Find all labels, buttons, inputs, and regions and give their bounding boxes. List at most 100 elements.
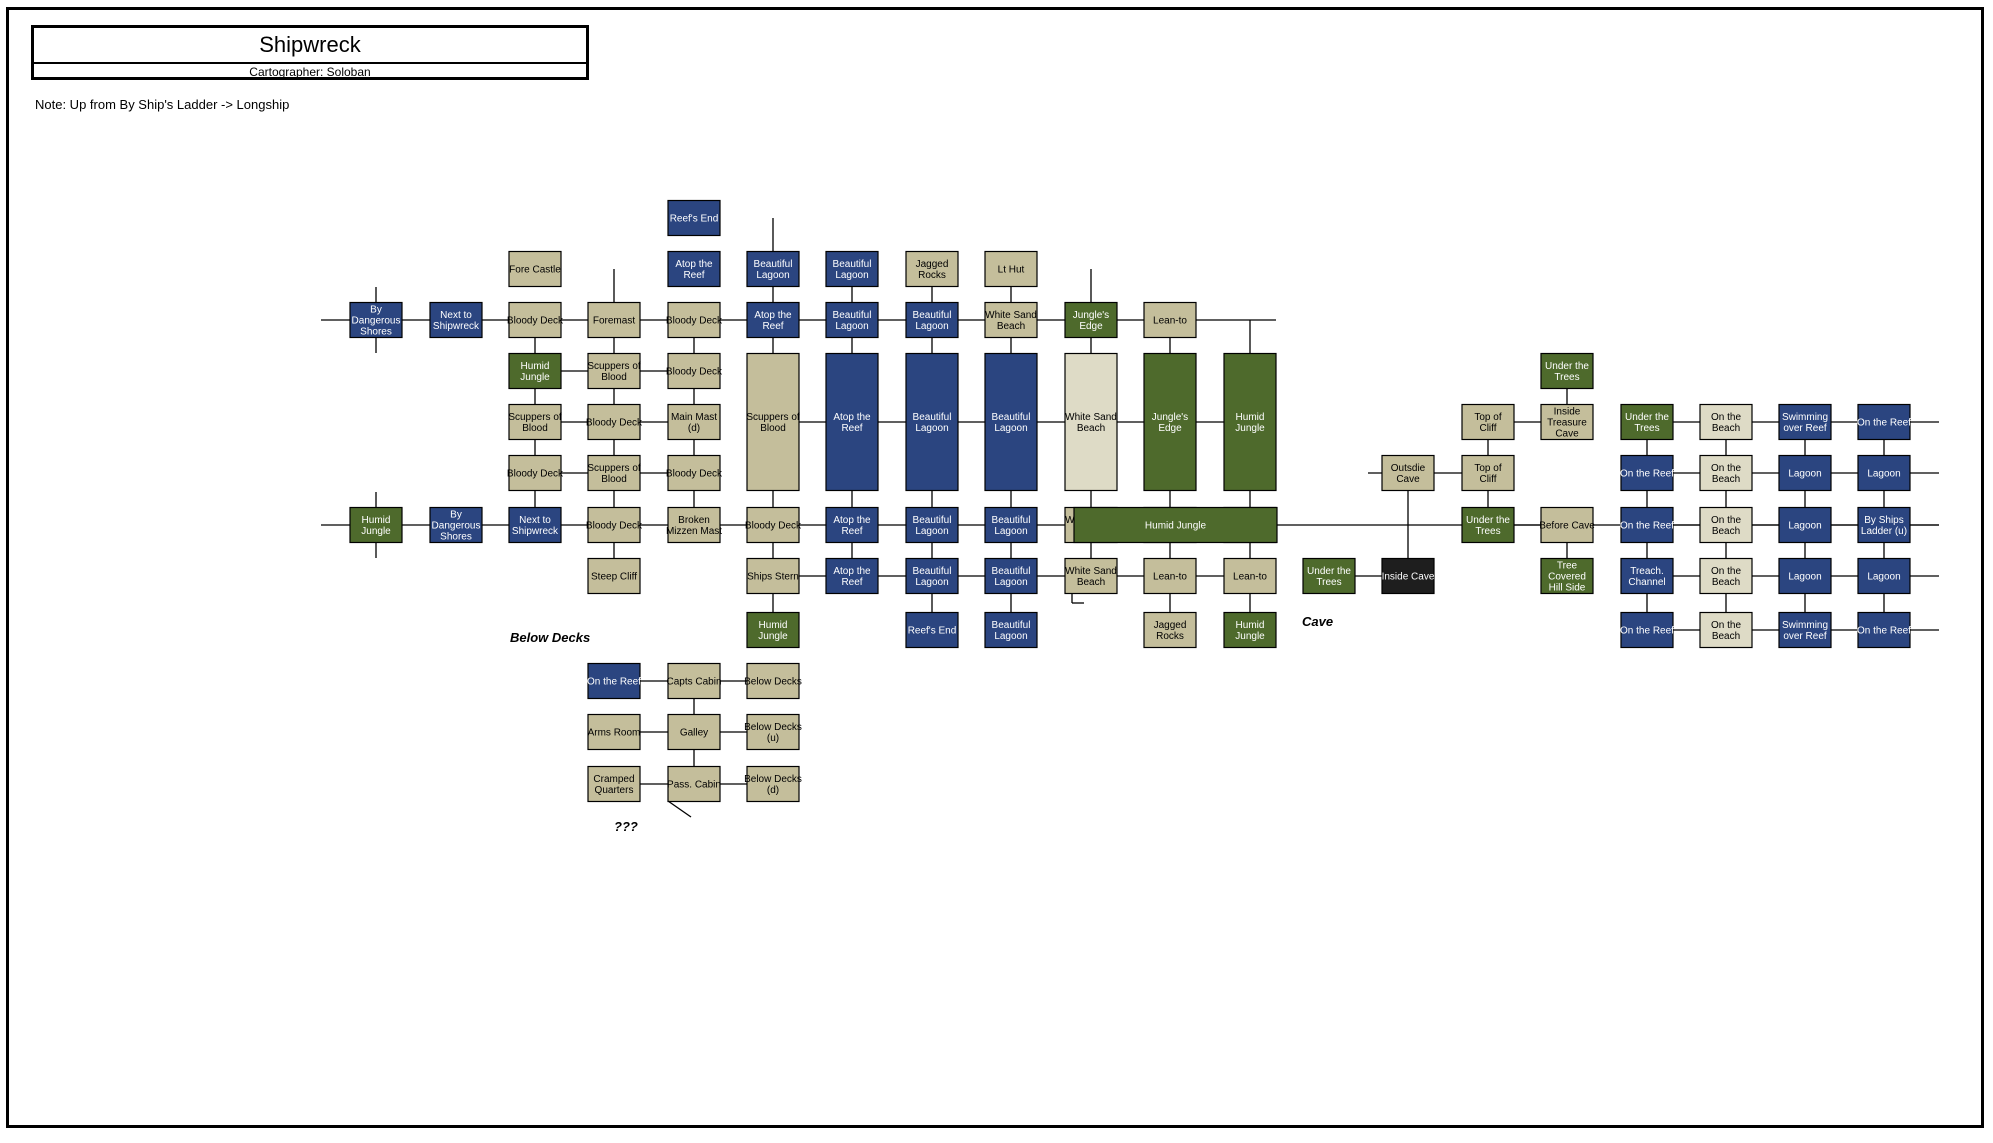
room-label: Lt Hut bbox=[998, 265, 1025, 276]
room-box bbox=[746, 713, 800, 751]
room-box bbox=[1699, 557, 1753, 595]
room-label: Lean-to bbox=[1233, 572, 1267, 583]
room-box bbox=[508, 301, 562, 339]
room-label: Below Decks(u) bbox=[744, 722, 802, 744]
room-label: On the Reef bbox=[1620, 521, 1674, 532]
room-box bbox=[984, 557, 1038, 595]
room-box bbox=[1143, 301, 1197, 339]
room-box bbox=[1778, 557, 1832, 595]
room-box bbox=[1699, 454, 1753, 492]
cartographer-credit: Cartographer: Soloban bbox=[249, 65, 371, 79]
section-label: Cave bbox=[1302, 614, 1333, 629]
room-box bbox=[1778, 506, 1832, 544]
room-box bbox=[587, 557, 641, 595]
room-box bbox=[1620, 611, 1674, 649]
room-box bbox=[984, 250, 1038, 288]
room-box bbox=[825, 301, 879, 339]
room-box bbox=[1073, 506, 1278, 544]
map-title: Shipwreck bbox=[259, 32, 361, 57]
room-box bbox=[1540, 403, 1594, 441]
room-label: On the Reef bbox=[1857, 626, 1911, 637]
room-box bbox=[667, 765, 721, 803]
room-box bbox=[1857, 557, 1911, 595]
room-box bbox=[1699, 506, 1753, 544]
room-label: Reef's End bbox=[670, 214, 719, 225]
map-note: Note: Up from By Ship's Ladder -> Longsh… bbox=[35, 97, 290, 112]
room-box bbox=[1064, 352, 1118, 492]
room-box bbox=[825, 352, 879, 492]
room-box bbox=[587, 506, 641, 544]
room-box bbox=[349, 301, 403, 339]
room-label: Bloody Deck bbox=[666, 367, 723, 378]
room-label: Lean-to bbox=[1153, 572, 1187, 583]
room-label: Treach.Channel bbox=[1628, 566, 1665, 588]
below-decks-down-line bbox=[667, 800, 692, 818]
room-label: Arms Room bbox=[588, 728, 641, 739]
room-box bbox=[984, 611, 1038, 649]
room-box bbox=[746, 611, 800, 649]
room-box bbox=[1699, 403, 1753, 441]
room-box bbox=[1143, 557, 1197, 595]
room-label: Bloody Deck bbox=[745, 521, 802, 532]
room-box bbox=[1381, 557, 1435, 595]
room-box bbox=[587, 713, 641, 751]
room-label: Before Cave bbox=[1539, 521, 1595, 532]
room-box bbox=[1620, 557, 1674, 595]
room-label: Capts Cabin bbox=[666, 677, 721, 688]
room-box bbox=[746, 352, 800, 492]
room-label: On the Reef bbox=[1857, 418, 1911, 429]
room-box bbox=[508, 506, 562, 544]
room-box bbox=[905, 557, 959, 595]
room-box bbox=[1778, 454, 1832, 492]
room-box bbox=[1857, 611, 1911, 649]
room-box bbox=[746, 765, 800, 803]
room-box bbox=[1143, 352, 1197, 492]
room-box bbox=[825, 557, 879, 595]
title-block: Shipwreck Cartographer: Soloban bbox=[31, 25, 589, 80]
room-box bbox=[587, 454, 641, 492]
room-box bbox=[905, 250, 959, 288]
room-label: Bloody Deck bbox=[666, 469, 723, 480]
room-box bbox=[1223, 352, 1277, 492]
room-box bbox=[1461, 454, 1515, 492]
room-box bbox=[1064, 557, 1118, 595]
room-box bbox=[667, 301, 721, 339]
room-box bbox=[429, 506, 483, 544]
room-box bbox=[1540, 352, 1594, 390]
room-box bbox=[1143, 611, 1197, 649]
room-label: Ships Stern bbox=[747, 572, 799, 583]
room-box bbox=[587, 403, 641, 441]
room-box bbox=[587, 301, 641, 339]
room-box bbox=[746, 506, 800, 544]
room-box bbox=[429, 301, 483, 339]
room-box bbox=[667, 662, 721, 700]
room-label: Lean-to bbox=[1153, 316, 1187, 327]
